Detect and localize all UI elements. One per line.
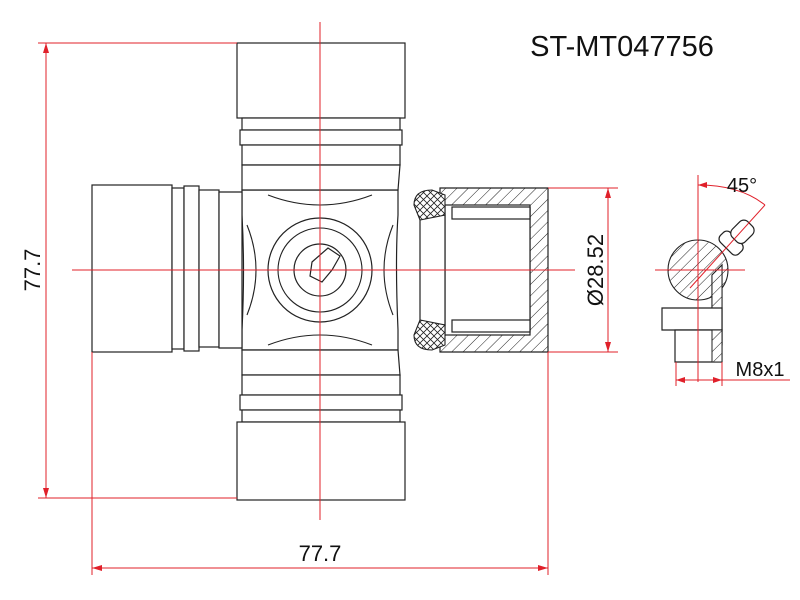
height-label: 77.7 bbox=[20, 249, 45, 292]
height-dimension: 77.7 bbox=[20, 42, 237, 499]
angle-label: 45° bbox=[727, 175, 757, 197]
diameter-dimension: Ø28.52 bbox=[548, 187, 618, 353]
centerlines bbox=[72, 22, 575, 520]
bottom-bearing-cap bbox=[236, 349, 406, 501]
thread-label: M8x1 bbox=[736, 359, 785, 381]
top-bearing-cap bbox=[236, 42, 406, 191]
width-label: 77.7 bbox=[299, 541, 342, 566]
part-number-title: ST-MT047756 bbox=[530, 31, 714, 63]
left-bearing-cap bbox=[91, 184, 243, 353]
grease-fitting: 45° M8x1 bbox=[655, 175, 790, 386]
diameter-label: Ø28.52 bbox=[583, 234, 608, 306]
width-dimension: 77.7 bbox=[91, 352, 549, 575]
